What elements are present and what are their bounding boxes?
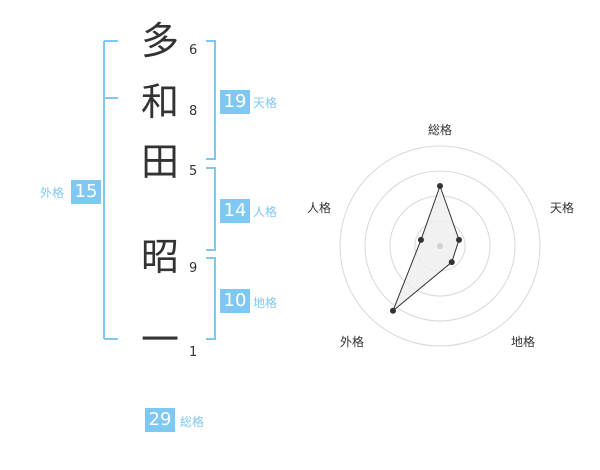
radar-series-polygon [392, 184, 460, 312]
chikaku-label: 地格 [253, 296, 278, 310]
radar-axis-label-chikaku: 地格 [511, 335, 536, 349]
stroke-count-3: 5 [189, 164, 198, 179]
name-char-3: 田 [140, 140, 179, 184]
soukaku-value: 29 [145, 408, 175, 432]
radar-point-4 [389, 307, 396, 314]
radar-point-5 [417, 236, 424, 243]
radar-point-3 [448, 259, 455, 266]
chikaku-bracket [206, 257, 216, 340]
name-char-2: 和 [140, 80, 179, 124]
radar-axis-label-jinkaku: 人格 [307, 201, 332, 215]
chikaku-value: 10 [220, 289, 250, 313]
tenkaku-bracket [206, 40, 216, 160]
tenkaku-label: 天格 [253, 96, 278, 110]
name-char-1: 多 [140, 19, 179, 63]
jinkaku-value: 14 [220, 199, 250, 223]
name-char-4: 昭 [140, 235, 179, 279]
radar-grid-ring [339, 145, 541, 347]
radar-point-2 [456, 236, 463, 243]
stroke-count-1: 6 [189, 43, 198, 58]
jinkaku-label: 人格 [253, 205, 278, 219]
soukaku-label: 総格 [180, 415, 205, 429]
radar-point-1 [437, 183, 443, 189]
jinkaku-bracket [206, 167, 216, 251]
stroke-count-2: 8 [189, 104, 198, 119]
name-char-5: 一 [140, 318, 179, 362]
stroke-count-5: 1 [189, 345, 198, 360]
radar-axis-label-gaikaku: 外格 [340, 335, 365, 349]
radar-center-dot [437, 243, 443, 249]
stroke-count-4: 9 [189, 261, 198, 276]
radar-axis-label-tenkaku: 天格 [550, 201, 575, 215]
radar-grid-ring [364, 170, 516, 322]
gaikaku-value: 15 [71, 180, 101, 204]
radar-axis-label-soukaku: 総格 [428, 123, 453, 137]
tenkaku-value: 19 [220, 90, 250, 114]
gaikaku-label: 外格 [40, 186, 65, 200]
